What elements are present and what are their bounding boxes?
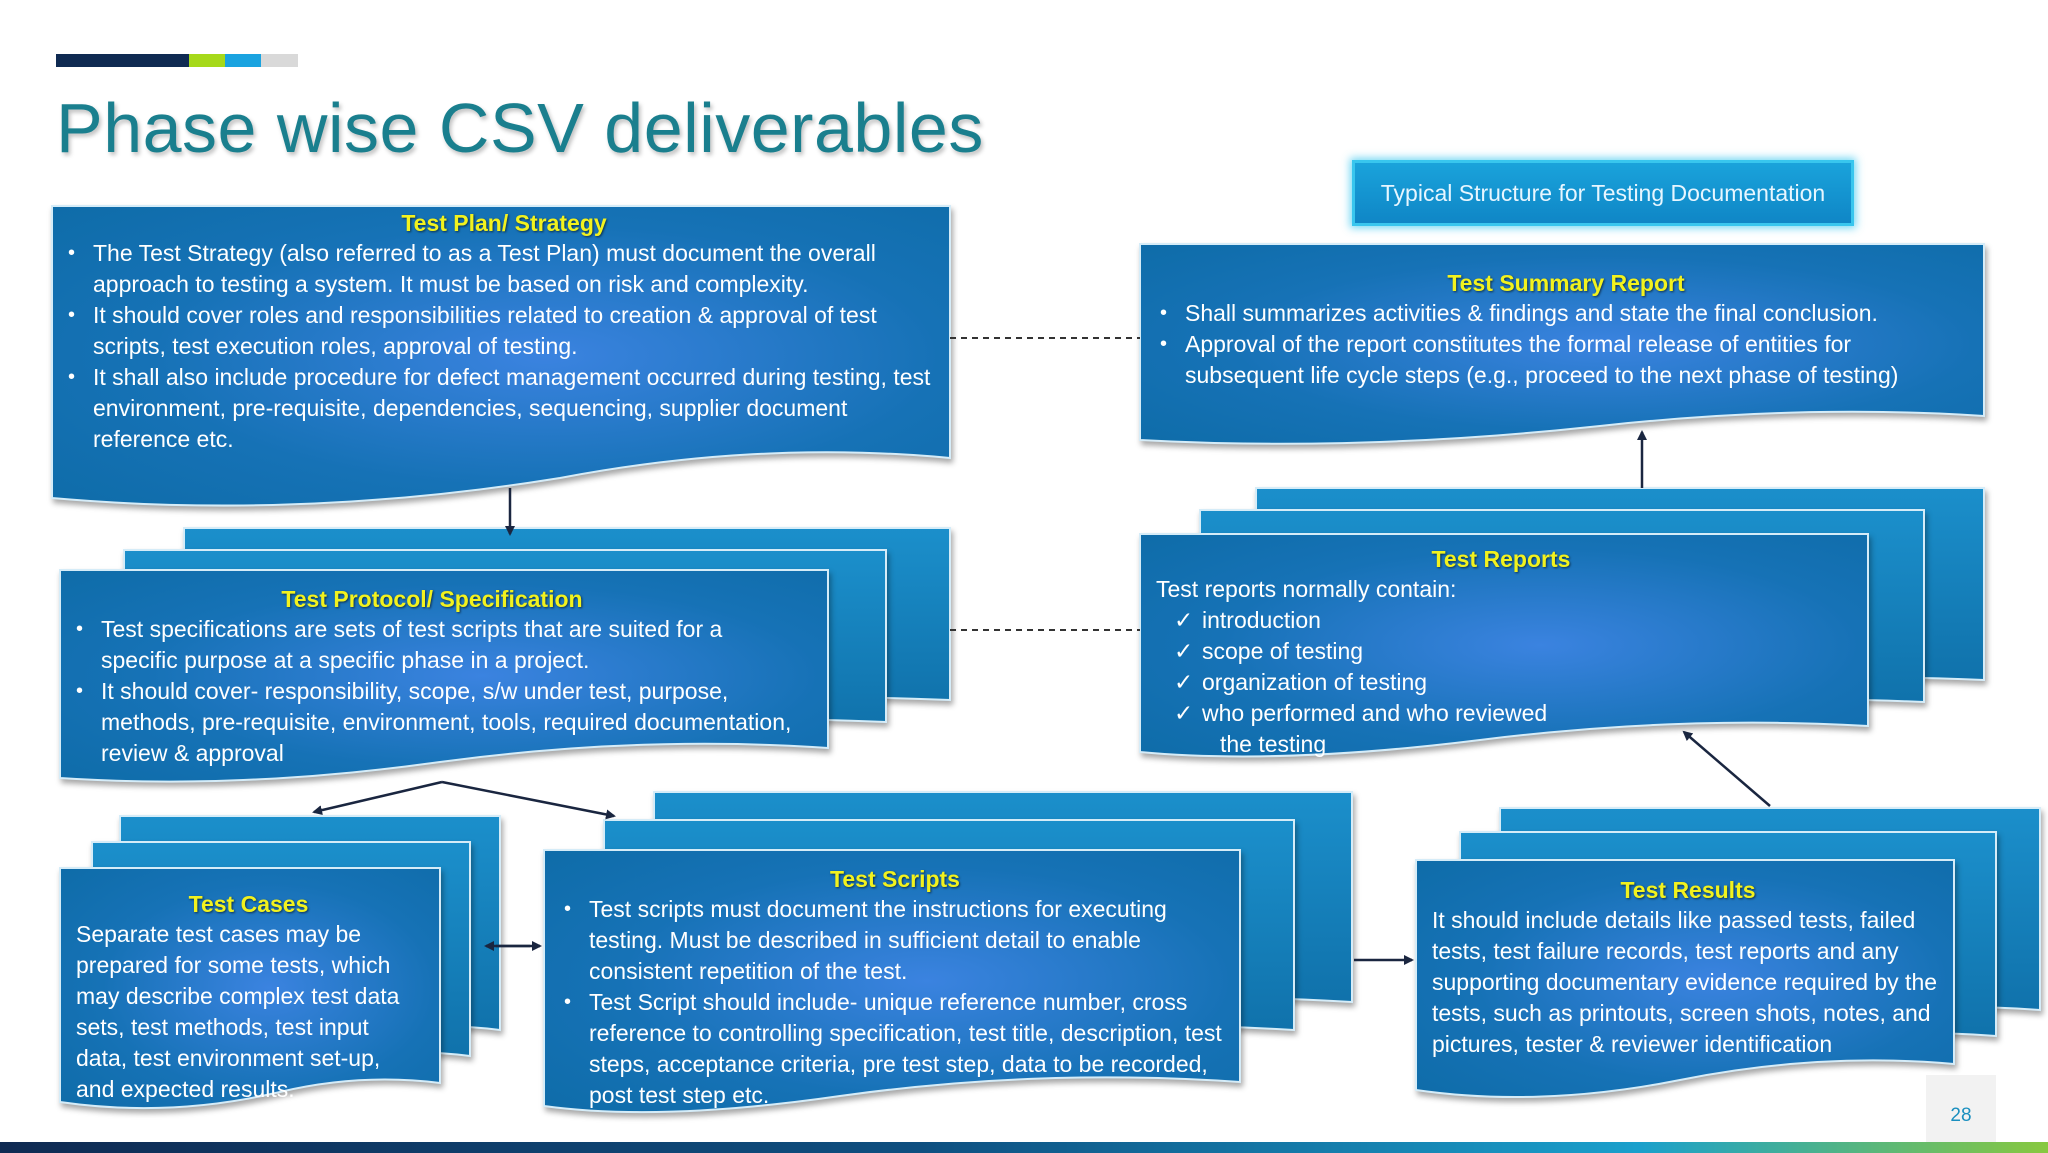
test-scripts-bullets: Test scripts must document the instructi… <box>560 894 1230 1111</box>
test-plan-bullets: The Test Strategy (also referred to as a… <box>64 238 944 455</box>
test-protocol-heading: Test Protocol/ Specification <box>281 586 583 612</box>
typical-structure-label: Typical Structure for Testing Documentat… <box>1352 160 1854 226</box>
test-results-box: Test Results It should include details l… <box>1432 875 1944 1060</box>
typical-structure-text: Typical Structure for Testing Documentat… <box>1380 179 1826 206</box>
accent-bar-grey <box>261 54 298 67</box>
test-reports-check-item: who performed and who reviewed <box>1174 698 1846 729</box>
test-reports-heading: Test Reports <box>1431 546 1571 572</box>
page-number: 28 <box>1950 1105 1972 1126</box>
footer-gradient-bar <box>0 1142 2048 1153</box>
test-scripts-heading: Test Scripts <box>830 866 960 892</box>
page-number-box <box>1926 1075 1996 1143</box>
test-protocol-bullets: Test specifications are sets of test scr… <box>72 614 792 769</box>
accent-bar-navy <box>56 54 189 67</box>
test-reports-check-item: introduction <box>1174 605 1846 636</box>
test-reports-check-item: scope of testing <box>1174 636 1846 667</box>
test-scripts-bullet: Test scripts must document the instructi… <box>564 894 1230 987</box>
test-summary-bullets: Shall summarizes activities & findings a… <box>1156 298 1976 391</box>
test-reports-box: Test Reports Test reports normally conta… <box>1156 544 1846 760</box>
accent-bar-lime <box>189 54 225 67</box>
accent-bar <box>56 54 298 67</box>
slide-title: Phase wise CSV deliverables <box>56 89 984 167</box>
test-summary-bullet: Shall summarizes activities & findings a… <box>1160 298 1976 329</box>
test-plan-bullet: It should cover roles and responsibiliti… <box>68 300 944 362</box>
test-summary-bullet: Approval of the report constitutes the f… <box>1160 329 1976 391</box>
test-protocol-bullet: It should cover- responsibility, scope, … <box>76 676 792 769</box>
test-plan-box: Test Plan/ Strategy The Test Strategy (a… <box>64 208 944 455</box>
test-cases-heading: Test Cases <box>188 891 309 917</box>
accent-bar-blue <box>225 54 261 67</box>
test-results-heading: Test Results <box>1620 877 1756 903</box>
test-results-text: It should include details like passed te… <box>1432 907 1938 1057</box>
test-scripts-bullet: Test Script should include- unique refer… <box>564 987 1230 1111</box>
test-reports-intro: Test reports normally contain: <box>1156 576 1457 602</box>
arrow-protocol-to-scripts <box>441 780 616 820</box>
test-summary-box: Test Summary Report Shall summarizes act… <box>1156 268 1976 391</box>
test-plan-heading: Test Plan/ Strategy <box>401 210 607 236</box>
test-reports-continuation: the testing <box>1220 731 1327 757</box>
test-reports-check-item: organization of testing <box>1174 667 1846 698</box>
test-cases-text: Separate test cases may be prepared for … <box>76 921 400 1102</box>
test-plan-bullet: It shall also include procedure for defe… <box>68 362 944 455</box>
test-plan-bullet: The Test Strategy (also referred to as a… <box>68 238 944 300</box>
test-results-shape <box>1415 807 2041 1099</box>
arrow-protocol-to-cases <box>312 780 443 816</box>
test-scripts-box: Test Scripts Test scripts must document … <box>560 864 1230 1111</box>
test-protocol-box: Test Protocol/ Specification Test specif… <box>72 584 792 769</box>
test-cases-shape <box>59 815 501 1110</box>
test-summary-heading: Test Summary Report <box>1447 270 1685 296</box>
arrow-results-to-reports <box>1682 730 1771 807</box>
test-cases-box: Test Cases Separate test cases may be pr… <box>76 889 421 1105</box>
test-reports-checklist: introduction scope of testing organizati… <box>1156 605 1846 729</box>
test-protocol-bullet: Test specifications are sets of test scr… <box>76 614 792 676</box>
